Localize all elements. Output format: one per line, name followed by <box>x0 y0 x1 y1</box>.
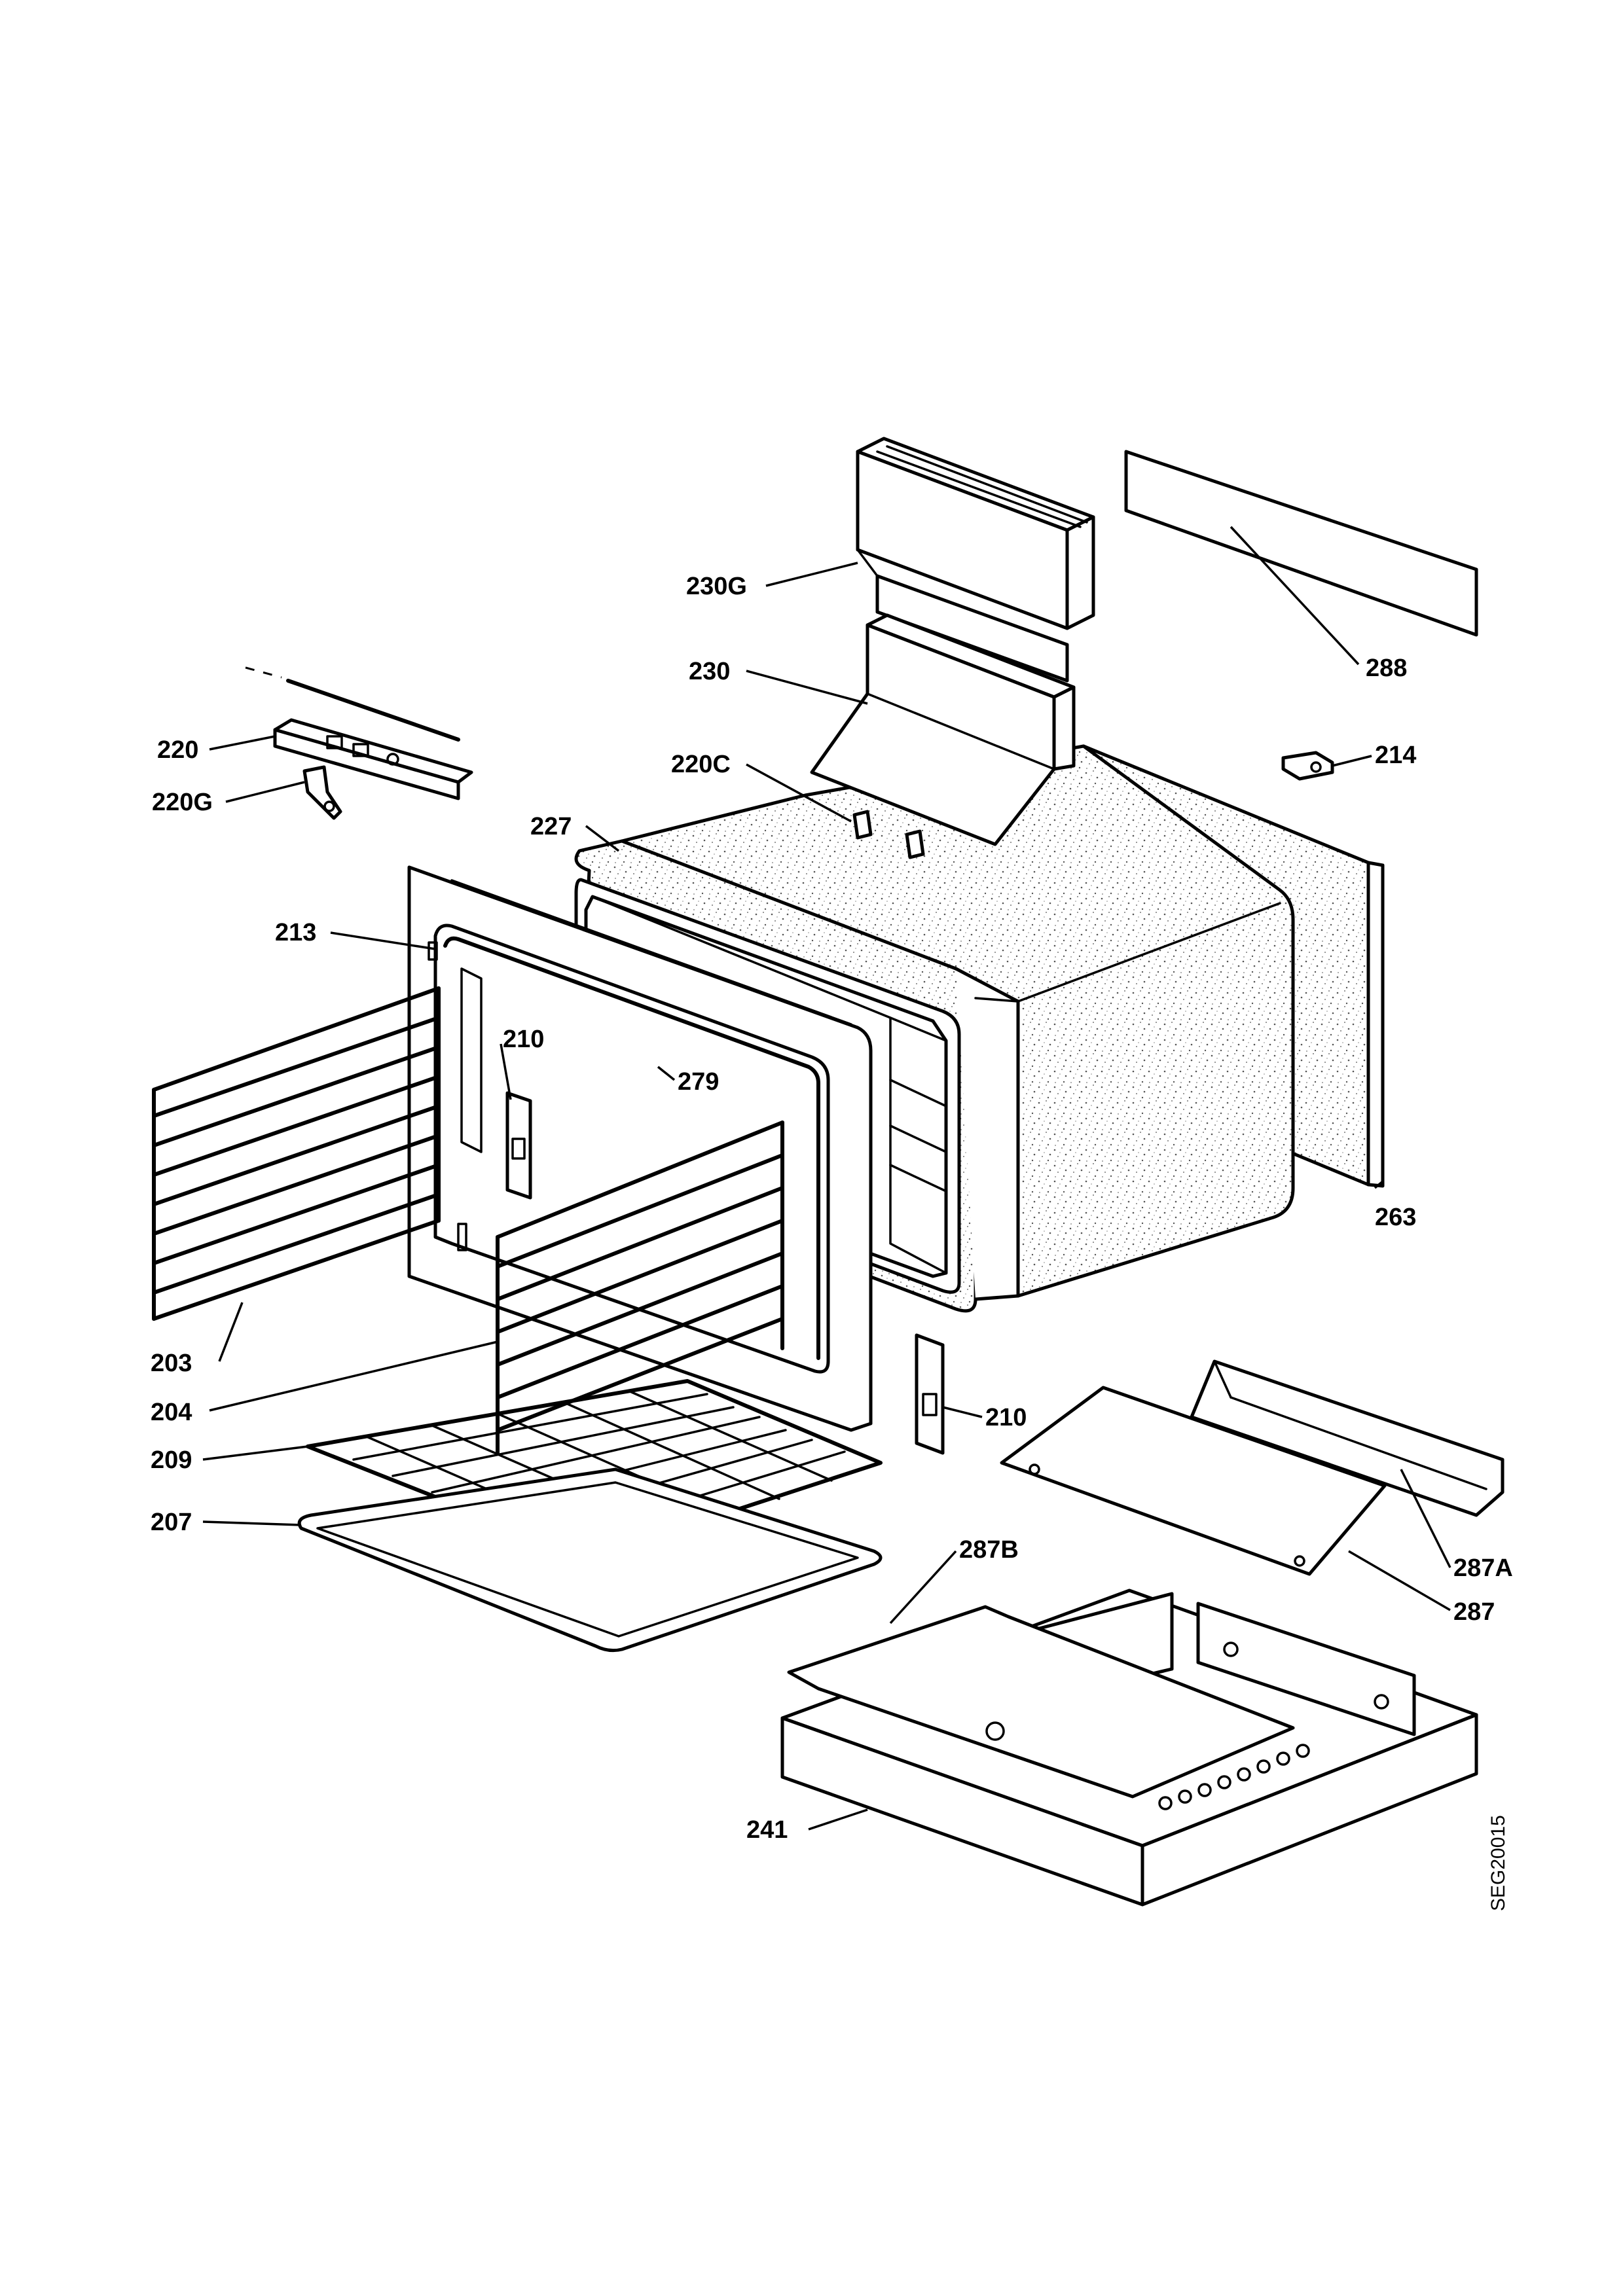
shelf-runner-204 <box>496 1121 784 1455</box>
callout-labels: 230G 230 288 220 220G 220C 214 227 213 2… <box>151 573 1513 1911</box>
label-209: 209 <box>151 1446 192 1474</box>
part-214 <box>1281 751 1334 781</box>
duct-230 <box>810 613 1076 846</box>
cam-220G <box>302 765 342 820</box>
label-288: 288 <box>1366 655 1407 682</box>
label-287B: 287B <box>959 1536 1019 1564</box>
bracket-220 <box>245 666 473 800</box>
label-213: 213 <box>275 919 316 946</box>
label-210-lower: 210 <box>985 1404 1027 1431</box>
label-227: 227 <box>530 813 572 840</box>
hinge-bracket-210-left <box>505 1091 532 1200</box>
label-210-upper: 210 <box>503 1026 544 1053</box>
label-263: 263 <box>1375 1204 1416 1231</box>
label-287: 287 <box>1453 1598 1495 1626</box>
label-220G: 220G <box>152 789 213 816</box>
label-241: 241 <box>746 1816 788 1844</box>
label-230: 230 <box>689 658 730 685</box>
label-220: 220 <box>157 736 198 764</box>
label-203: 203 <box>151 1350 192 1377</box>
bracket-287A <box>1190 1359 1504 1517</box>
label-287A: 287A <box>1453 1554 1513 1582</box>
label-220C: 220C <box>671 751 731 778</box>
shelf-runner-203 <box>152 986 441 1321</box>
baking-tray-207 <box>297 1467 883 1653</box>
label-207: 207 <box>151 1509 192 1536</box>
label-204: 204 <box>151 1399 192 1426</box>
insulation-strip-288 <box>1124 450 1478 637</box>
duct-cover-230G <box>856 437 1095 683</box>
label-214: 214 <box>1375 742 1416 769</box>
hinge-bracket-210-right <box>915 1333 945 1455</box>
label-279: 279 <box>678 1068 719 1096</box>
clip-220C <box>852 810 925 859</box>
drawing-code: SEG20015 <box>1487 1815 1509 1911</box>
plate-287B <box>787 1605 1295 1799</box>
label-230G: 230G <box>686 573 747 600</box>
cover-plate-287 <box>1000 1386 1387 1576</box>
leader-lines <box>202 526 1451 1831</box>
